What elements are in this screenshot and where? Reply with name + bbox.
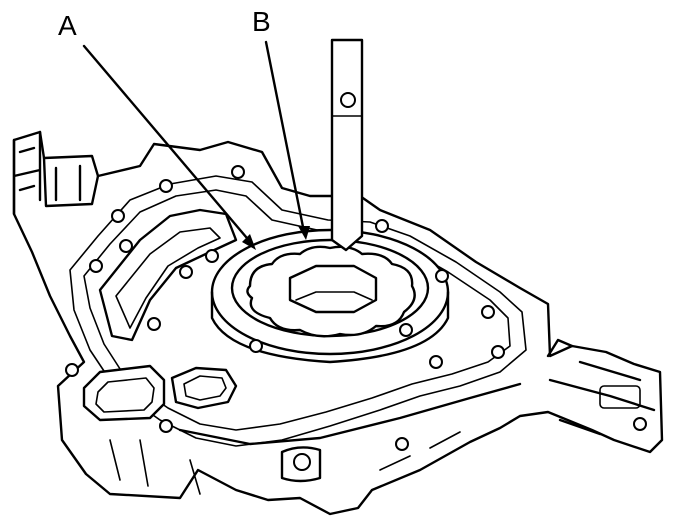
inner-rotor-bore [288, 264, 378, 314]
callout-label-a: A [58, 10, 77, 41]
left-boss [42, 156, 100, 208]
lower-boss [280, 446, 322, 483]
outlet-port-left-inner [95, 377, 155, 413]
lower-rail [178, 382, 522, 446]
inner-rotor-face [295, 291, 373, 301]
inlet-channel-inner [115, 227, 221, 329]
feeler-gauge-pivot [340, 92, 356, 108]
callout-label-b: B [252, 6, 271, 37]
leader-arrow-b [298, 226, 310, 240]
leader-arrow-a [242, 234, 256, 250]
lower-ribs [109, 431, 461, 495]
right-flange [546, 338, 656, 436]
leader-line-a [82, 44, 254, 246]
inlet-channel [98, 208, 238, 342]
bolt-holes [65, 165, 647, 471]
outlet-port-right-inner [183, 375, 227, 401]
outlet-port-left [82, 364, 166, 422]
leader-line-b [264, 40, 306, 234]
left-tower [12, 130, 42, 216]
feeler-gauge [330, 38, 364, 252]
rotor-bore-wall [210, 290, 450, 364]
right-flange-slot [599, 385, 641, 409]
